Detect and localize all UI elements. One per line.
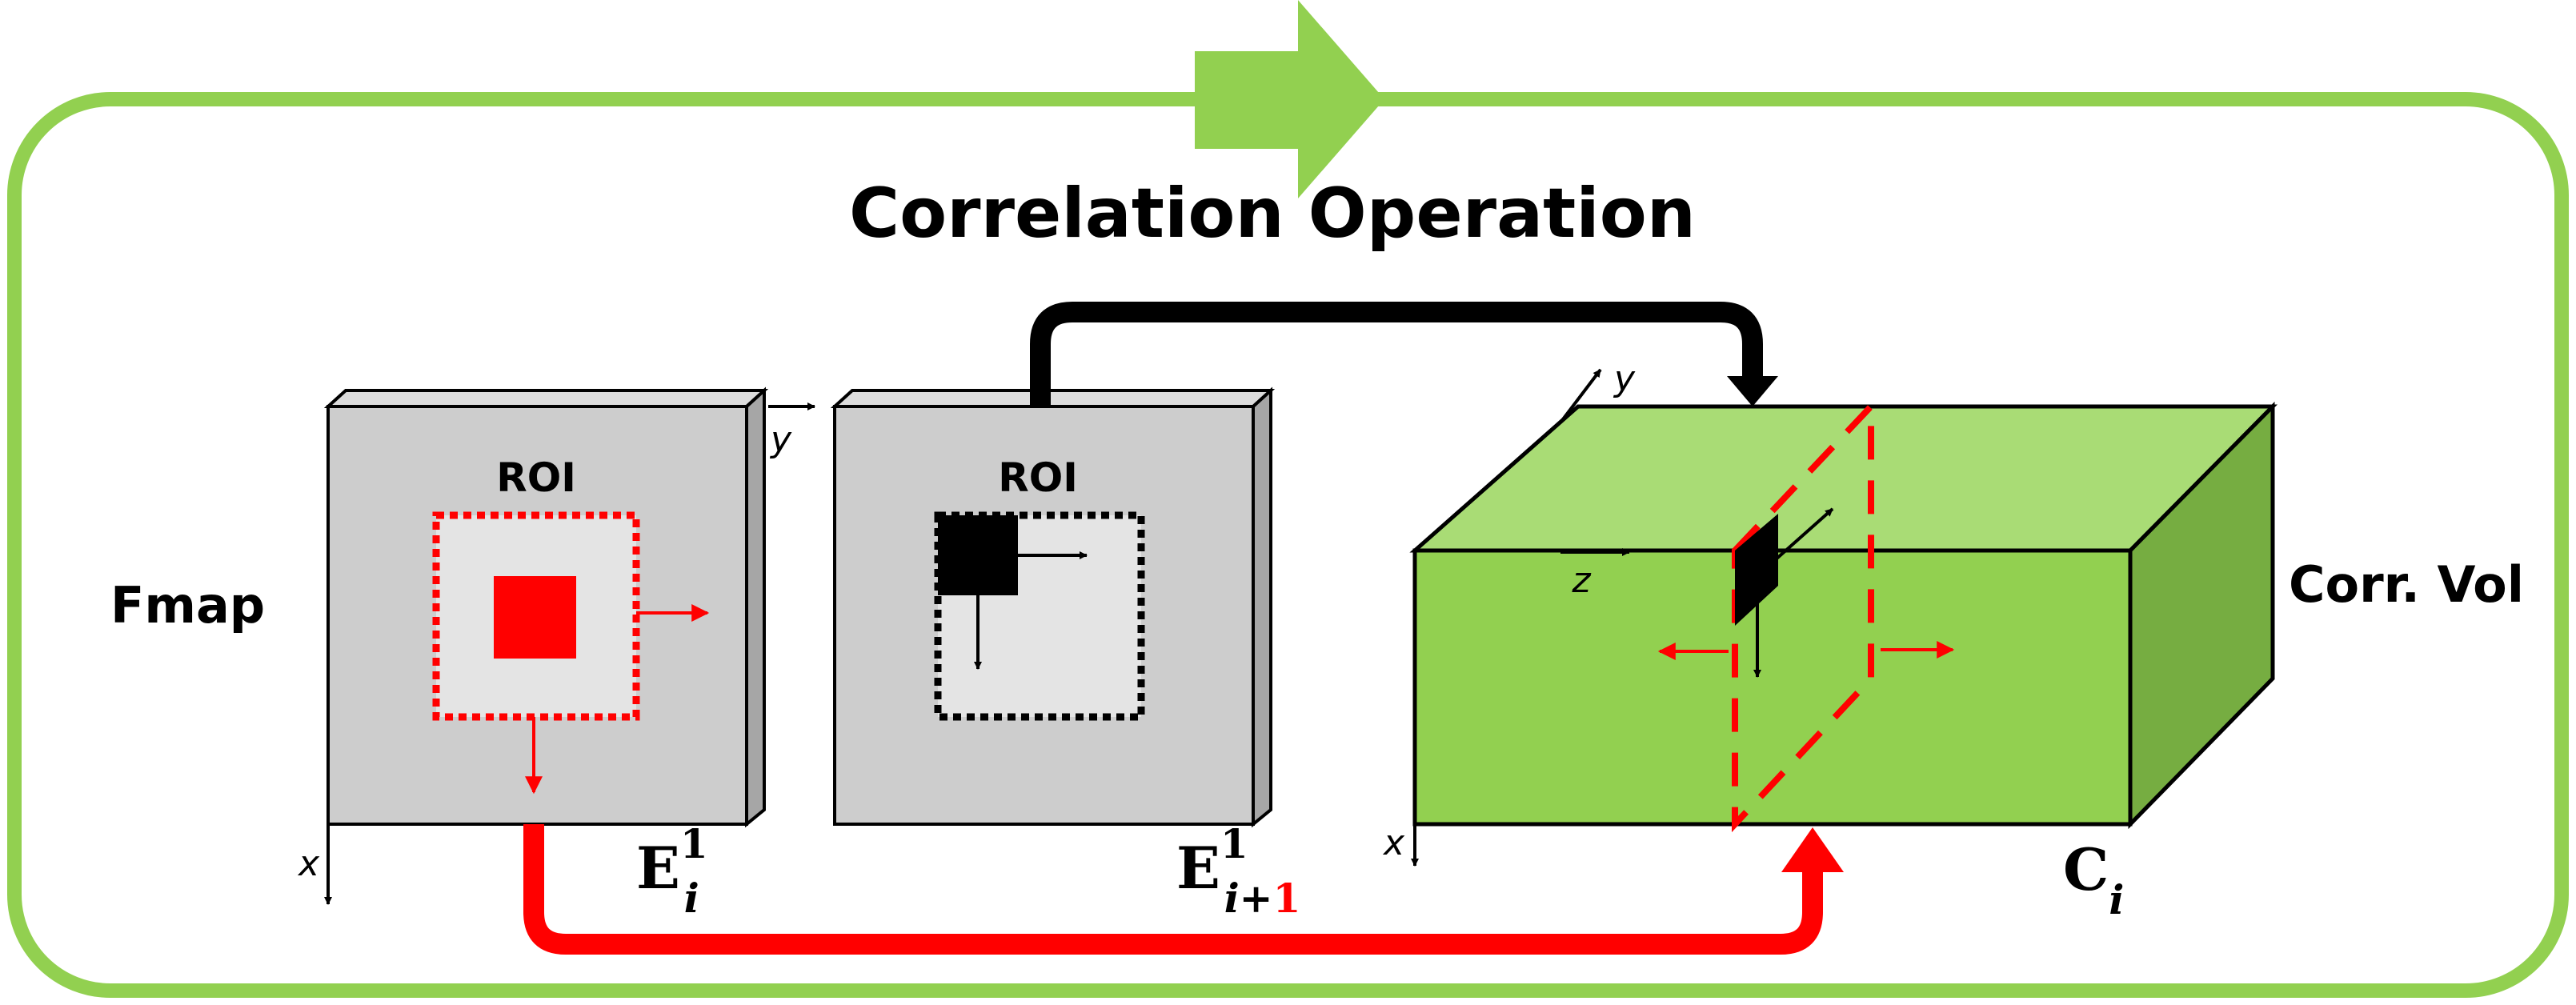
black-square-icon: [938, 515, 1018, 595]
red-square-icon: [494, 576, 576, 659]
axis-y-label-2: y: [1613, 358, 1636, 399]
black-slab-icon: [1735, 514, 1778, 626]
red-slice: [1732, 398, 1874, 833]
axis-y-label-1: y: [769, 419, 792, 460]
axis-z-label: z: [1571, 560, 1591, 601]
correlation-volume: z y x: [1382, 358, 2278, 867]
red-flow-arrow: [523, 824, 1823, 955]
corr-vol-label: Corr. Vol: [2289, 555, 2524, 614]
roi-label-1: ROI: [496, 454, 576, 501]
axis-x-label-2: x: [1382, 823, 1405, 863]
red-flow-arrowhead: [1781, 827, 1844, 872]
axis-x-label-1: x: [297, 843, 320, 884]
black-flow-arrowhead: [1727, 376, 1778, 406]
roi-label-2: ROI: [998, 454, 1078, 501]
black-flow-arrow: [1030, 302, 1763, 406]
fmap-label: Fmap: [110, 576, 265, 635]
flow-arrow-icon: [1195, 0, 1384, 198]
diagram-title: Correlation Operation: [849, 174, 1696, 254]
volume-label: Ci: [2063, 835, 2124, 923]
